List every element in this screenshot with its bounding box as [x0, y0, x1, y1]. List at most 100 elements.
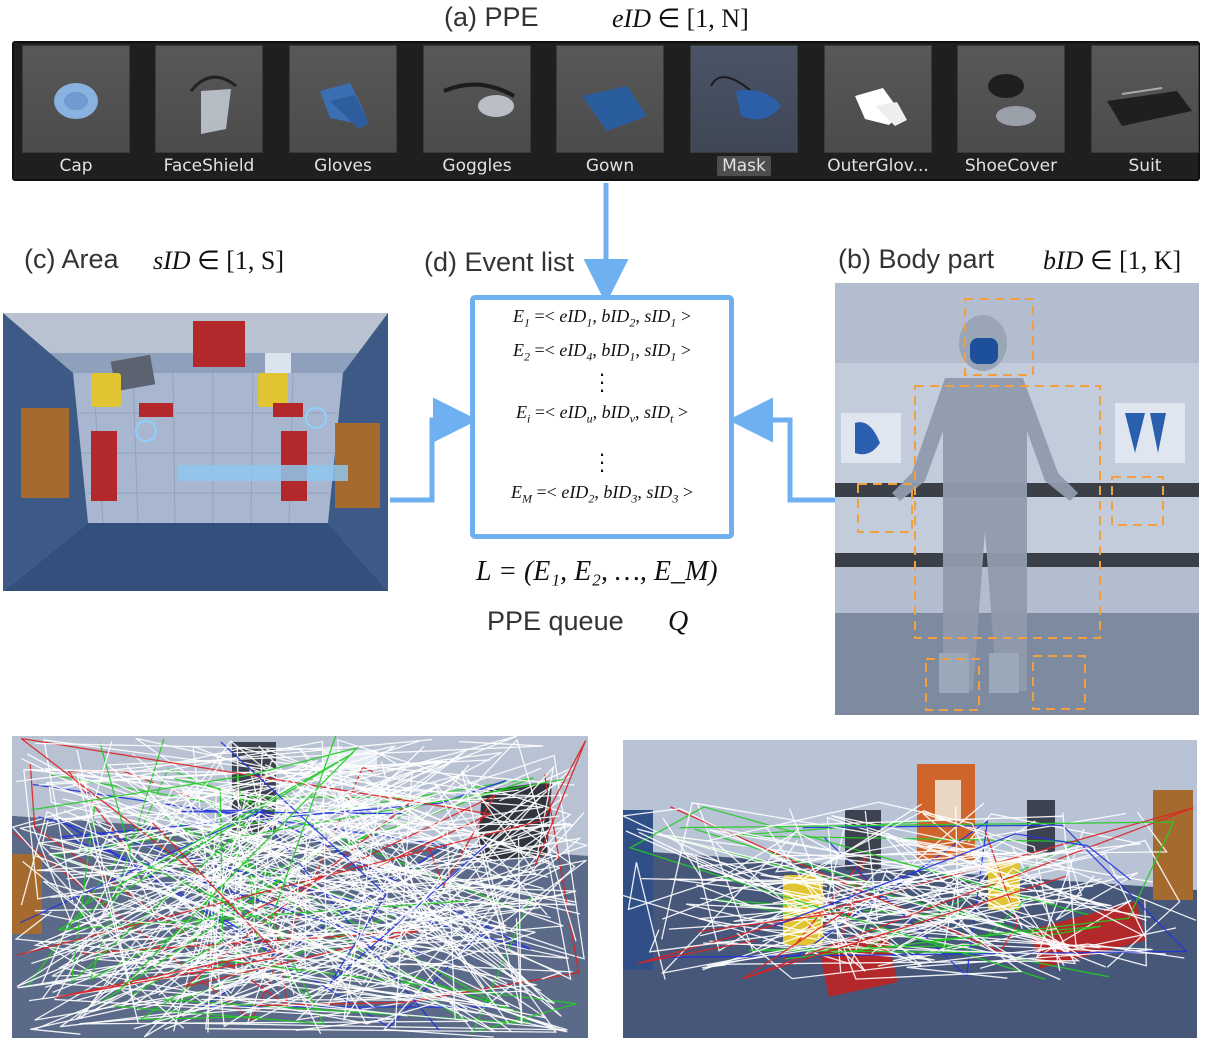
trajectory-line [277, 792, 491, 937]
body-part-title: (b) Body part [838, 244, 995, 274]
ppe-item-mask[interactable]: Mask [690, 45, 798, 177]
event-row: E1 =< eID1, bID2, sID1 > [513, 306, 691, 330]
area-formula: sID ∈ [1, S] [153, 246, 284, 275]
trajectory-line [636, 828, 1147, 967]
goggles-icon [423, 45, 531, 153]
trajectory-line [50, 765, 555, 958]
trajectory-line [38, 741, 431, 853]
ppe-item-label: Cap [59, 156, 93, 176]
trajectory-line [289, 876, 508, 985]
vertical-ellipsis: ··· [598, 361, 606, 402]
trajectory-line [31, 746, 360, 993]
trajectory-line [696, 875, 1067, 980]
ppe-item-label: FaceShield [163, 156, 255, 176]
ppe-item-label: ShoeCover [964, 156, 1058, 176]
trajectory-line [658, 824, 1189, 959]
outer-gloves-icon [824, 45, 932, 153]
trajectory-line [760, 928, 1153, 979]
trajectory-line [727, 831, 1151, 918]
trajectory-line [736, 932, 1185, 980]
trajectory-line [161, 764, 352, 874]
trajectory-line [184, 760, 448, 874]
trajectory-line [43, 880, 523, 1024]
trajectory-line [25, 778, 576, 954]
ppe-item-face-shield[interactable]: FaceShield [155, 45, 263, 177]
ppe-item-label: Gloves [314, 156, 372, 176]
trajectory-line [16, 740, 587, 956]
trajectory-line [75, 829, 456, 1020]
event-row: EM =< eID2, bID3, sID3 > [511, 482, 693, 506]
trajectory-line [89, 848, 273, 982]
ppe-item-gown[interactable]: Gown [556, 45, 664, 177]
trajectory-line [99, 736, 337, 925]
trajectory-line [662, 817, 1072, 881]
ppe-toolbar: Cap FaceShield Gloves Goggles Gown Mask OuterG… [12, 41, 1200, 181]
trajectory-line [48, 786, 581, 919]
ppe-item-goggles[interactable]: Goggles [423, 45, 531, 177]
trajectory-line [58, 752, 468, 931]
trajectory-line [311, 738, 572, 998]
trajectory-line [35, 742, 489, 869]
trajectory-line [869, 916, 1101, 958]
trajectory-line [715, 815, 1063, 972]
trajectory-line [22, 739, 456, 904]
trajectory-line [178, 781, 512, 1033]
torso-highlight-box [914, 385, 1101, 639]
trajectory-line [89, 738, 288, 1005]
ppe-item-label: Gown [585, 156, 635, 176]
trajectory-line [660, 806, 959, 975]
ppe-queue-symbol: Q [668, 606, 689, 637]
body-part-scene-image [835, 283, 1199, 715]
ppe-item-label: Goggles [442, 156, 512, 176]
trajectory-line [14, 911, 322, 1035]
body-part-formula: bID ∈ [1, K] [1043, 246, 1182, 275]
arrow-area-to-events [390, 397, 478, 503]
ppe-item-shoe-cover[interactable]: ShoeCover [957, 45, 1065, 177]
area-scene-image [3, 313, 388, 591]
trajectory-line [205, 857, 558, 1033]
trajectory-line [30, 764, 470, 1035]
event-list-box: E1 =< eID1, bID2, sID1 > E2 =< eID4, bID1… [470, 295, 734, 539]
trajectory-line [801, 803, 1102, 945]
trajectory-line [661, 802, 986, 955]
area-title: (c) Area [24, 244, 119, 274]
trajectory-line [20, 737, 493, 876]
ppe-item-gloves[interactable]: Gloves [289, 45, 397, 177]
right-hand-highlight-box [1111, 476, 1164, 526]
ppe-item-label: Mask [717, 156, 771, 176]
cap-icon [22, 45, 130, 153]
trajectory-line [648, 910, 960, 953]
ppe-item-suit[interactable]: Suit [1091, 45, 1199, 177]
ppe-queue-label: PPE queue [487, 606, 624, 636]
trajectory-line [625, 812, 1077, 948]
trajectory-line [773, 833, 1131, 927]
arrow-body-to-events [728, 397, 835, 503]
trajectory-line [679, 821, 1175, 960]
ppe-item-label: OuterGlov... [827, 156, 929, 176]
suit-icon [1091, 45, 1199, 153]
trajectory-line [20, 808, 404, 924]
trajectory-lines-right [623, 801, 1197, 981]
trajectory-line [57, 818, 493, 1029]
head-highlight-box [964, 298, 1034, 376]
ppe-item-cap[interactable]: Cap [22, 45, 130, 177]
trajectory-line [53, 796, 435, 956]
trajectory-line [733, 845, 1084, 925]
shoe-cover-icon [957, 45, 1065, 153]
ppe-item-outer-gloves[interactable]: OuterGlov... [824, 45, 932, 177]
body-part-highlight-boxes [857, 298, 1164, 711]
trajectory-line [200, 747, 356, 882]
trajectory-line [980, 927, 1177, 970]
trajectory-line [670, 806, 1019, 953]
event-row: E2 =< eID4, bID1, sID1 > [513, 340, 691, 364]
trajectory-line [76, 773, 486, 1024]
trajectory-line [118, 763, 575, 800]
trajectory-line [96, 860, 536, 1000]
trajectory-line [55, 822, 277, 999]
trajectory-line [12, 793, 453, 1017]
trajectory-line [54, 789, 393, 1031]
trajectory-line [16, 745, 542, 988]
event-row: Ei =< eIDu, bIDv, sIDt > [516, 402, 688, 426]
trajectory-line [623, 808, 893, 942]
